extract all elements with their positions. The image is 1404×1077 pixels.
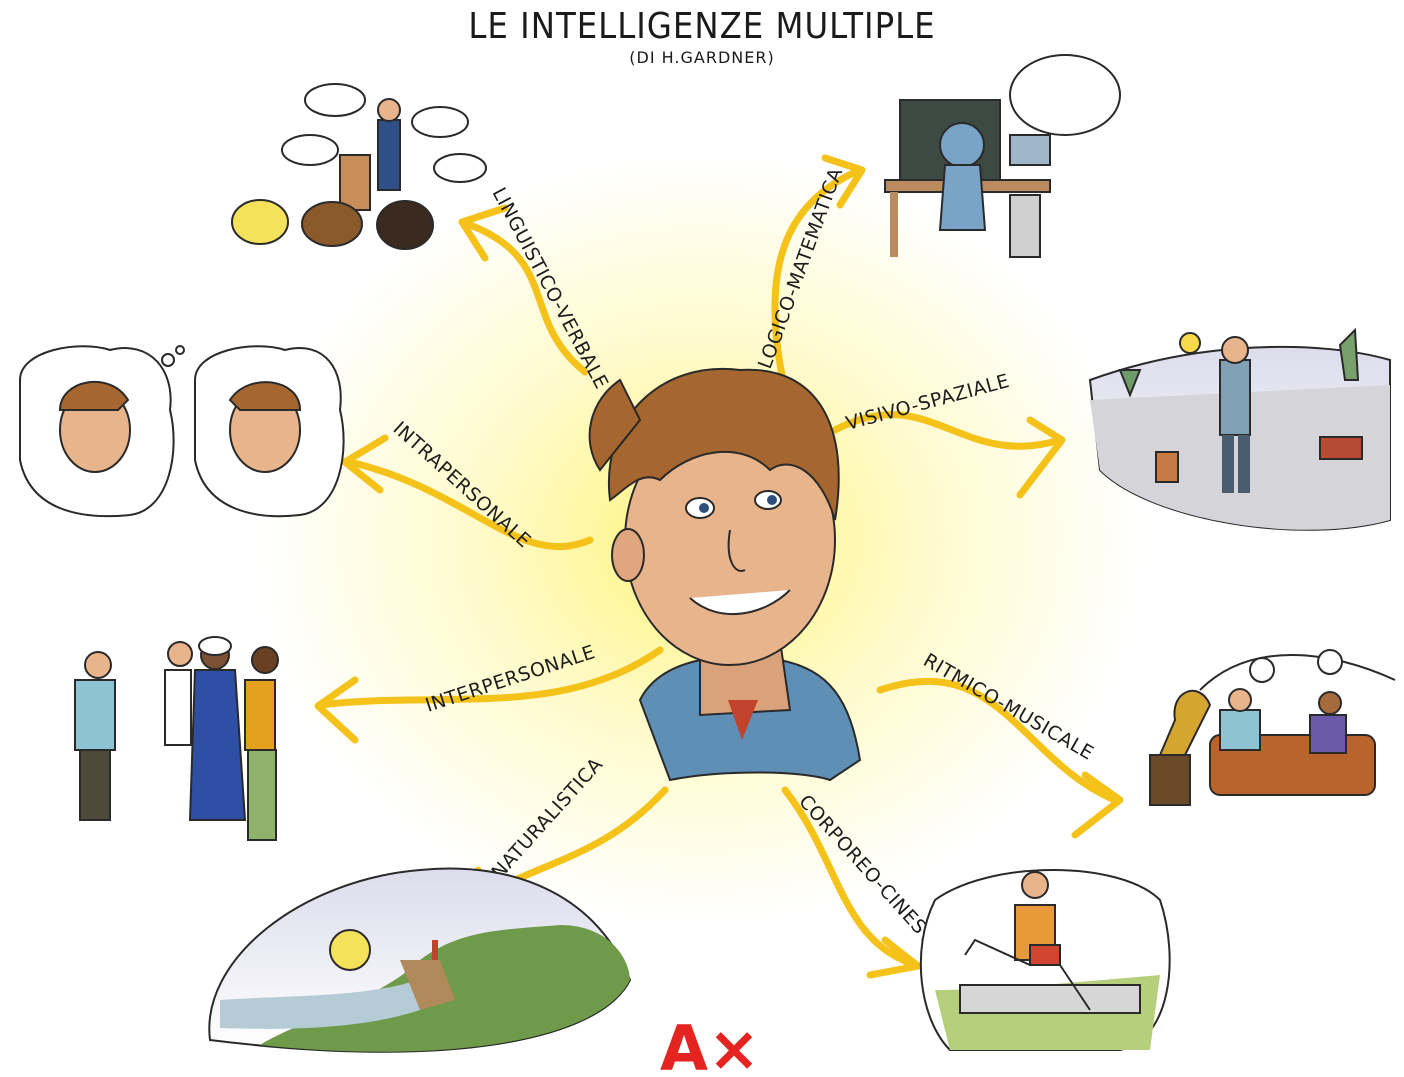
arrow-linguistico-head: [458, 204, 509, 262]
branch-label-logico: LOGICO-MATEMATICA: [754, 165, 847, 372]
intrapersonale-illustration: [19, 345, 345, 518]
branch-label-interpersonale: INTERPERSONALE: [423, 641, 598, 717]
arrow-interpersonale-head: [314, 676, 359, 744]
branch-label-linguistico: LINGUISTICO-VERBALE: [488, 184, 613, 393]
arrow-logico-head: [821, 154, 866, 209]
page-title: LE INTELLIGENZE MULTIPLE: [468, 6, 936, 47]
corporeo-cinestetica-illustration: [919, 869, 1171, 1051]
visivo-spaziale-illustration: [1088, 327, 1391, 531]
page-subtitle: (DI H.GARDNER): [629, 48, 775, 67]
arrow-intrapersonale-head: [341, 434, 389, 494]
naturalistica-illustration: [208, 867, 632, 1053]
arrows: [314, 154, 1124, 979]
arrow-intrapersonale: [346, 458, 594, 551]
arrow-ritmico: [876, 677, 1119, 804]
interpersonale-illustration: [74, 636, 279, 841]
central-person-illustration: [588, 367, 862, 782]
arrow-interpersonale: [316, 646, 664, 709]
ritmico-musicale-illustration: [1149, 649, 1396, 806]
arrow-linguistico: [466, 221, 589, 376]
linguistico-illustration: [231, 83, 487, 250]
logico-matematica-illustration: [884, 54, 1121, 258]
arrow-corporeo: [781, 786, 919, 969]
arrow-visivo-head: [1016, 416, 1066, 499]
branch-label-ritmico: RITMICO-MUSICALE: [920, 649, 1098, 764]
branch-label-visivo: VISIVO-SPAZIALE: [844, 370, 1012, 435]
arrow-corporeo-head: [866, 936, 922, 979]
arrow-visivo: [831, 411, 1064, 450]
arrow-logico: [771, 166, 864, 379]
arrow-ritmico-head: [1071, 771, 1124, 839]
publisher-logo: A×: [660, 1012, 760, 1077]
